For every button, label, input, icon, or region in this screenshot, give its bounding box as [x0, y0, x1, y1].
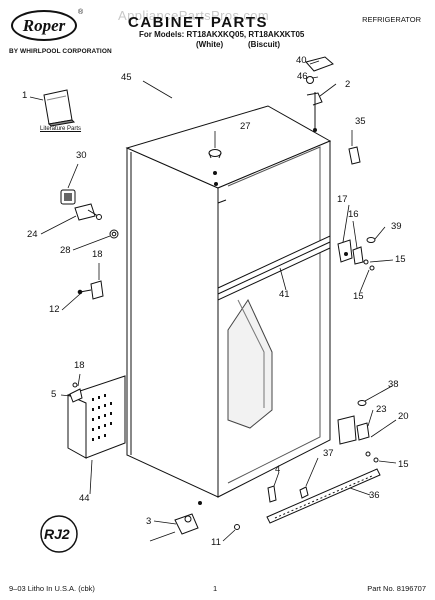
middle-hinge-part	[337, 237, 376, 271]
leader-lines	[29, 60, 397, 542]
callout-4: 4	[275, 464, 281, 475]
callout-23: 23	[376, 404, 387, 415]
callout-5: 5	[51, 389, 57, 400]
callout-3: 3	[146, 516, 152, 527]
callout-44: 44	[79, 493, 90, 504]
roper-logo: Roper	[11, 10, 77, 41]
callout-15-c: 15	[398, 459, 409, 470]
mounting-bracket-part	[77, 280, 104, 300]
hinge-cap-part	[348, 146, 361, 165]
top-hinge-cover-part	[305, 56, 334, 72]
appliance-category: REFRIGERATOR	[362, 15, 421, 24]
callout-46: 46	[297, 71, 308, 82]
callout-30: 30	[76, 150, 87, 161]
callout-24: 24	[27, 229, 38, 240]
top-hinge-part	[306, 76, 323, 132]
callout-45: 45	[121, 72, 132, 83]
callout-41: 41	[279, 289, 290, 300]
callout-18-b: 18	[74, 360, 85, 371]
clip-part	[267, 485, 277, 503]
cabinet-channel-strip-part	[217, 235, 331, 301]
literature-parts-caption: Literature Parts	[40, 126, 82, 132]
door-stop-part	[60, 189, 119, 239]
callout-35: 35	[355, 116, 366, 127]
litho-note: 9–03 Litho In U.S.A. (cbk)	[9, 584, 95, 593]
callout-15-a: 15	[395, 254, 406, 265]
registered-mark: ®	[78, 9, 84, 16]
page-number: 1	[213, 584, 218, 593]
callout-11: 11	[211, 537, 221, 548]
grommet-part	[208, 149, 222, 186]
rj2-badge-icon	[40, 515, 78, 553]
side-cover-panel-part	[67, 375, 126, 459]
callout-17: 17	[337, 194, 348, 205]
variant-biscuit: (Biscuit)	[248, 40, 280, 49]
callout-2: 2	[345, 79, 351, 90]
base-grille-part	[266, 468, 381, 524]
leveling-leg-part	[174, 501, 240, 535]
callout-36: 36	[369, 490, 380, 501]
watermark: AppliancePartsPros.com	[118, 8, 270, 23]
callout-38: 38	[388, 379, 399, 390]
callout-28: 28	[60, 245, 71, 256]
callout-12: 12	[49, 304, 60, 315]
brand-byline: BY WHIRLPOOL CORPORATION	[9, 48, 112, 55]
lower-hinge-part	[337, 400, 379, 463]
callout-39: 39	[391, 221, 402, 232]
variant-white: (White)	[196, 40, 224, 49]
callout-18-a: 18	[92, 249, 103, 260]
callout-37: 37	[323, 448, 334, 459]
callout-27: 27	[240, 121, 251, 132]
cabinet-body-part	[125, 105, 332, 498]
model-numbers: For Models: RT18AKXKQ05, RT18AKXKT05	[139, 30, 305, 39]
callout-40: 40	[296, 55, 307, 66]
literature-book-part	[43, 89, 76, 127]
page-title: CABINET PARTS	[128, 14, 269, 31]
rj2-badge-text: RJ2	[44, 526, 70, 542]
part-number: Part No. 8196707	[367, 584, 426, 593]
callout-1: 1	[22, 90, 28, 101]
callout-20: 20	[398, 411, 409, 422]
callout-15-b: 15	[353, 291, 364, 302]
callout-16: 16	[348, 209, 359, 220]
